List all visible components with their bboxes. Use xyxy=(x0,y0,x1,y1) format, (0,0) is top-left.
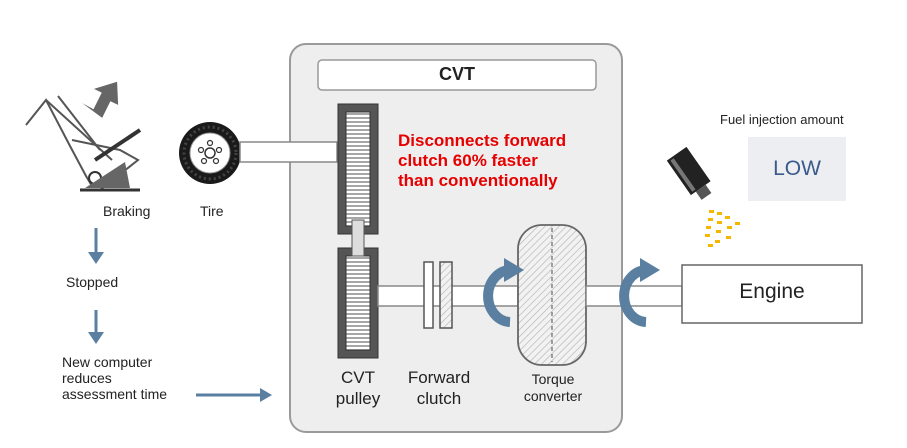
engine-label: Engine xyxy=(739,280,805,303)
fuel-spray-icon xyxy=(705,210,740,247)
fuel-level-panel xyxy=(748,137,846,201)
fuel-injector-icon xyxy=(666,146,712,200)
torque-converter-label-line-2: converter xyxy=(523,388,583,404)
cvt-title: CVT xyxy=(439,64,475,84)
torque-converter-icon xyxy=(517,224,587,366)
rotation-arrow-clutch-icon xyxy=(483,258,524,327)
tire-label: Tire xyxy=(200,203,224,219)
forward-clutch-label-line-2: clutch xyxy=(416,389,462,408)
forward-clutch-label-line-1: Forward xyxy=(407,368,471,387)
rotation-arrow-engine-icon xyxy=(619,258,660,327)
engine-box xyxy=(681,264,863,324)
cvt-title-box xyxy=(317,59,597,91)
computer-note-line-2: reduces xyxy=(62,370,112,386)
press-down-arrow-icon xyxy=(82,81,119,118)
torque-converter-label: Torque converter xyxy=(510,371,596,405)
braking-label: Braking xyxy=(103,203,151,219)
cvt-pulley-label-line-2: pulley xyxy=(335,389,381,408)
cvt-pulley-label: CVT pulley xyxy=(330,367,386,409)
callout-line-1: Disconnects forward xyxy=(398,131,567,150)
tire-shaft xyxy=(239,141,338,163)
down-arrow-icon-2 xyxy=(88,310,104,344)
brake-pedal-icon xyxy=(25,95,142,192)
fuel-level-value: LOW xyxy=(773,157,821,180)
tire-icon xyxy=(179,122,241,184)
callout-text: Disconnects forward clutch 60% faster th… xyxy=(398,131,566,191)
right-arrow-icon xyxy=(196,388,272,402)
torque-converter-label-line-1: Torque xyxy=(531,371,575,387)
down-arrow-icon-1 xyxy=(88,228,104,264)
forward-clutch-label: Forward clutch xyxy=(402,367,476,409)
stopped-label: Stopped xyxy=(66,274,119,290)
callout-line-3: than conventionally xyxy=(398,171,558,190)
forward-clutch-icon xyxy=(423,261,453,329)
cvt-pulley-label-line-1: CVT xyxy=(341,368,375,387)
cvt-pulley-icon xyxy=(337,103,379,359)
fuel-injection-title: Fuel injection amount xyxy=(720,112,844,127)
computer-note-line-1: New computer xyxy=(62,354,153,370)
computer-note-line-3: assessment time xyxy=(62,386,168,402)
callout-line-2: clutch 60% faster xyxy=(398,151,538,170)
computer-note: New computer reduces assessment time xyxy=(62,354,167,402)
engine-shaft xyxy=(585,285,683,307)
